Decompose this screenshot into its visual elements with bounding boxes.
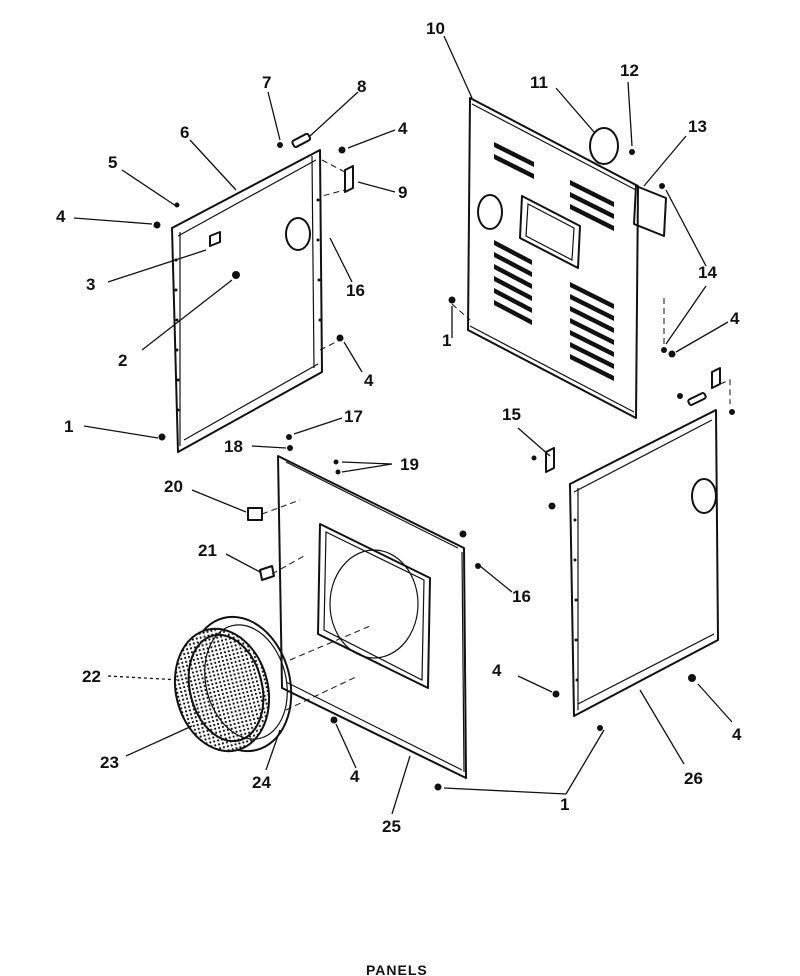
callout-2: 2 <box>118 351 127 370</box>
callout-20: 20 <box>164 477 183 496</box>
clip-icon <box>687 392 707 406</box>
screw-icon <box>531 393 735 731</box>
callout-4: 4 <box>732 725 742 744</box>
callout-4: 4 <box>56 207 66 226</box>
callout-9: 9 <box>398 183 407 202</box>
callout-10: 10 <box>426 19 445 38</box>
callout-11: 11 <box>530 73 548 92</box>
callout-14: 14 <box>698 263 717 282</box>
clip-icon <box>291 132 312 149</box>
callout-18: 18 <box>224 437 243 456</box>
rear-panel <box>448 97 676 419</box>
callout-4: 4 <box>398 119 408 138</box>
callout-21: 21 <box>198 541 217 560</box>
hinge-clip-icon <box>344 165 354 193</box>
round-cover <box>589 127 619 165</box>
callout-16: 16 <box>512 587 531 606</box>
callout-4: 4 <box>350 767 360 786</box>
callout-1: 1 <box>442 331 451 350</box>
callout-4: 4 <box>730 309 740 328</box>
side-panel-hole <box>285 217 311 251</box>
callout-4: 4 <box>492 661 502 680</box>
side-panel-hole <box>691 478 717 514</box>
callout-8: 8 <box>357 77 366 96</box>
callout-17: 17 <box>344 407 363 426</box>
callout-1: 1 <box>64 417 73 436</box>
hinge-clip-icon <box>711 367 721 389</box>
right-side-panel <box>531 367 735 731</box>
callout-22: 22 <box>82 667 101 686</box>
panel-rivet-holes <box>174 198 322 412</box>
callouts: 7 8 4 6 5 4 9 3 16 2 4 1 10 11 12 13 14 … <box>56 19 742 836</box>
hinge-clip-icon <box>545 447 555 473</box>
latch-icon <box>259 565 275 581</box>
door-opening <box>317 523 431 689</box>
door-ring-assembly <box>173 615 371 753</box>
callout-16: 16 <box>346 281 365 300</box>
panel-rivet-holes <box>573 518 579 682</box>
callout-4: 4 <box>364 371 374 390</box>
left-side-panel <box>153 132 354 453</box>
callout-15: 15 <box>502 405 521 424</box>
callout-12: 12 <box>620 61 639 80</box>
access-cover <box>633 185 667 237</box>
screw-icon <box>286 434 481 791</box>
callout-6: 6 <box>180 123 189 142</box>
front-panel <box>247 434 481 791</box>
rear-panel-window <box>519 195 581 269</box>
vent-slots <box>494 142 614 381</box>
callout-25: 25 <box>382 817 401 836</box>
callout-7: 7 <box>262 73 271 92</box>
diagram-caption: PANELS <box>366 962 428 976</box>
callout-24: 24 <box>252 773 271 792</box>
callout-3: 3 <box>86 275 95 294</box>
leader-lines <box>73 35 733 815</box>
bracket-icon <box>209 231 221 247</box>
rear-panel-hole <box>477 194 503 230</box>
callout-19: 19 <box>400 455 419 474</box>
callout-13: 13 <box>688 117 707 136</box>
callout-26: 26 <box>684 769 703 788</box>
switch-icon <box>247 507 263 521</box>
callout-1: 1 <box>560 795 569 814</box>
callout-5: 5 <box>108 153 117 172</box>
screw-icon <box>448 149 676 358</box>
callout-23: 23 <box>100 753 119 772</box>
